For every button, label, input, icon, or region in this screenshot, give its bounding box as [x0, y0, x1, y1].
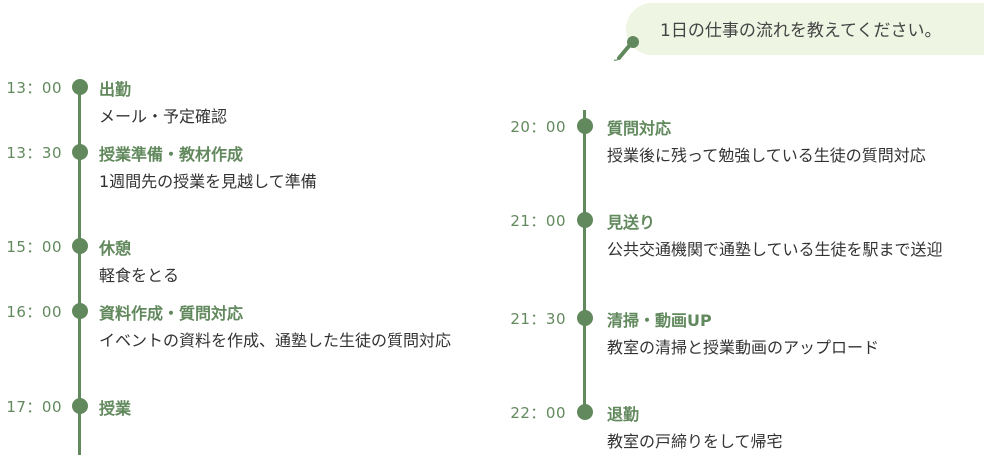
schedule-time: 22：00 — [510, 404, 566, 422]
timeline-line-right — [583, 110, 586, 405]
timeline-dot — [72, 398, 88, 414]
timeline-line-left — [78, 85, 81, 455]
schedule-time: 13：30 — [6, 144, 62, 162]
schedule-description: イベントの資料を作成、通塾した生徒の質問対応 — [99, 331, 452, 350]
schedule-description: 教室の戸締りをして帰宅 — [607, 432, 783, 451]
schedule-description: 軽食をとる — [99, 266, 180, 285]
schedule-title: 資料作成・質問対応 — [99, 304, 244, 323]
timeline-dot — [577, 212, 593, 228]
question-bubble — [626, 3, 984, 55]
question-text: 1日の仕事の流れを教えてください。 — [660, 21, 942, 41]
schedule-title: 清掃・動画UP — [607, 311, 712, 330]
schedule-title: 授業準備・教材作成 — [99, 145, 244, 164]
schedule-description: 教室の清掃と授業動画のアップロード — [607, 338, 880, 357]
schedule-title: 出勤 — [99, 80, 132, 99]
timeline-dot — [72, 303, 88, 319]
timeline-dot — [72, 144, 88, 160]
timeline-dot — [72, 79, 88, 95]
schedule-time: 15：00 — [6, 238, 62, 256]
timeline-dot — [72, 238, 88, 254]
schedule-description: メール・予定確認 — [99, 107, 228, 126]
schedule-time: 17：00 — [6, 398, 62, 416]
schedule-time: 21：00 — [510, 212, 566, 230]
schedule-description: 授業後に残って勉強している生徒の質問対応 — [607, 146, 926, 165]
schedule-description: 公共交通機関で通塾している生徒を駅まで送迎 — [607, 240, 943, 259]
timeline-dot — [577, 404, 593, 420]
schedule-title: 授業 — [99, 399, 132, 418]
schedule-title: 退勤 — [607, 405, 640, 424]
schedule-description: 1週間先の授業を見越して準備 — [99, 172, 317, 191]
schedule-time: 16：00 — [6, 303, 62, 321]
microphone-icon — [613, 36, 639, 61]
schedule-time: 21：30 — [510, 310, 566, 328]
schedule-title: 見送り — [607, 213, 656, 232]
schedule-time: 13：00 — [6, 79, 62, 97]
timeline-dot — [577, 310, 593, 326]
schedule-title: 休憩 — [99, 239, 132, 258]
schedule-title: 質問対応 — [607, 119, 672, 138]
timeline-dot — [577, 118, 593, 134]
schedule-time: 20：00 — [510, 118, 566, 136]
